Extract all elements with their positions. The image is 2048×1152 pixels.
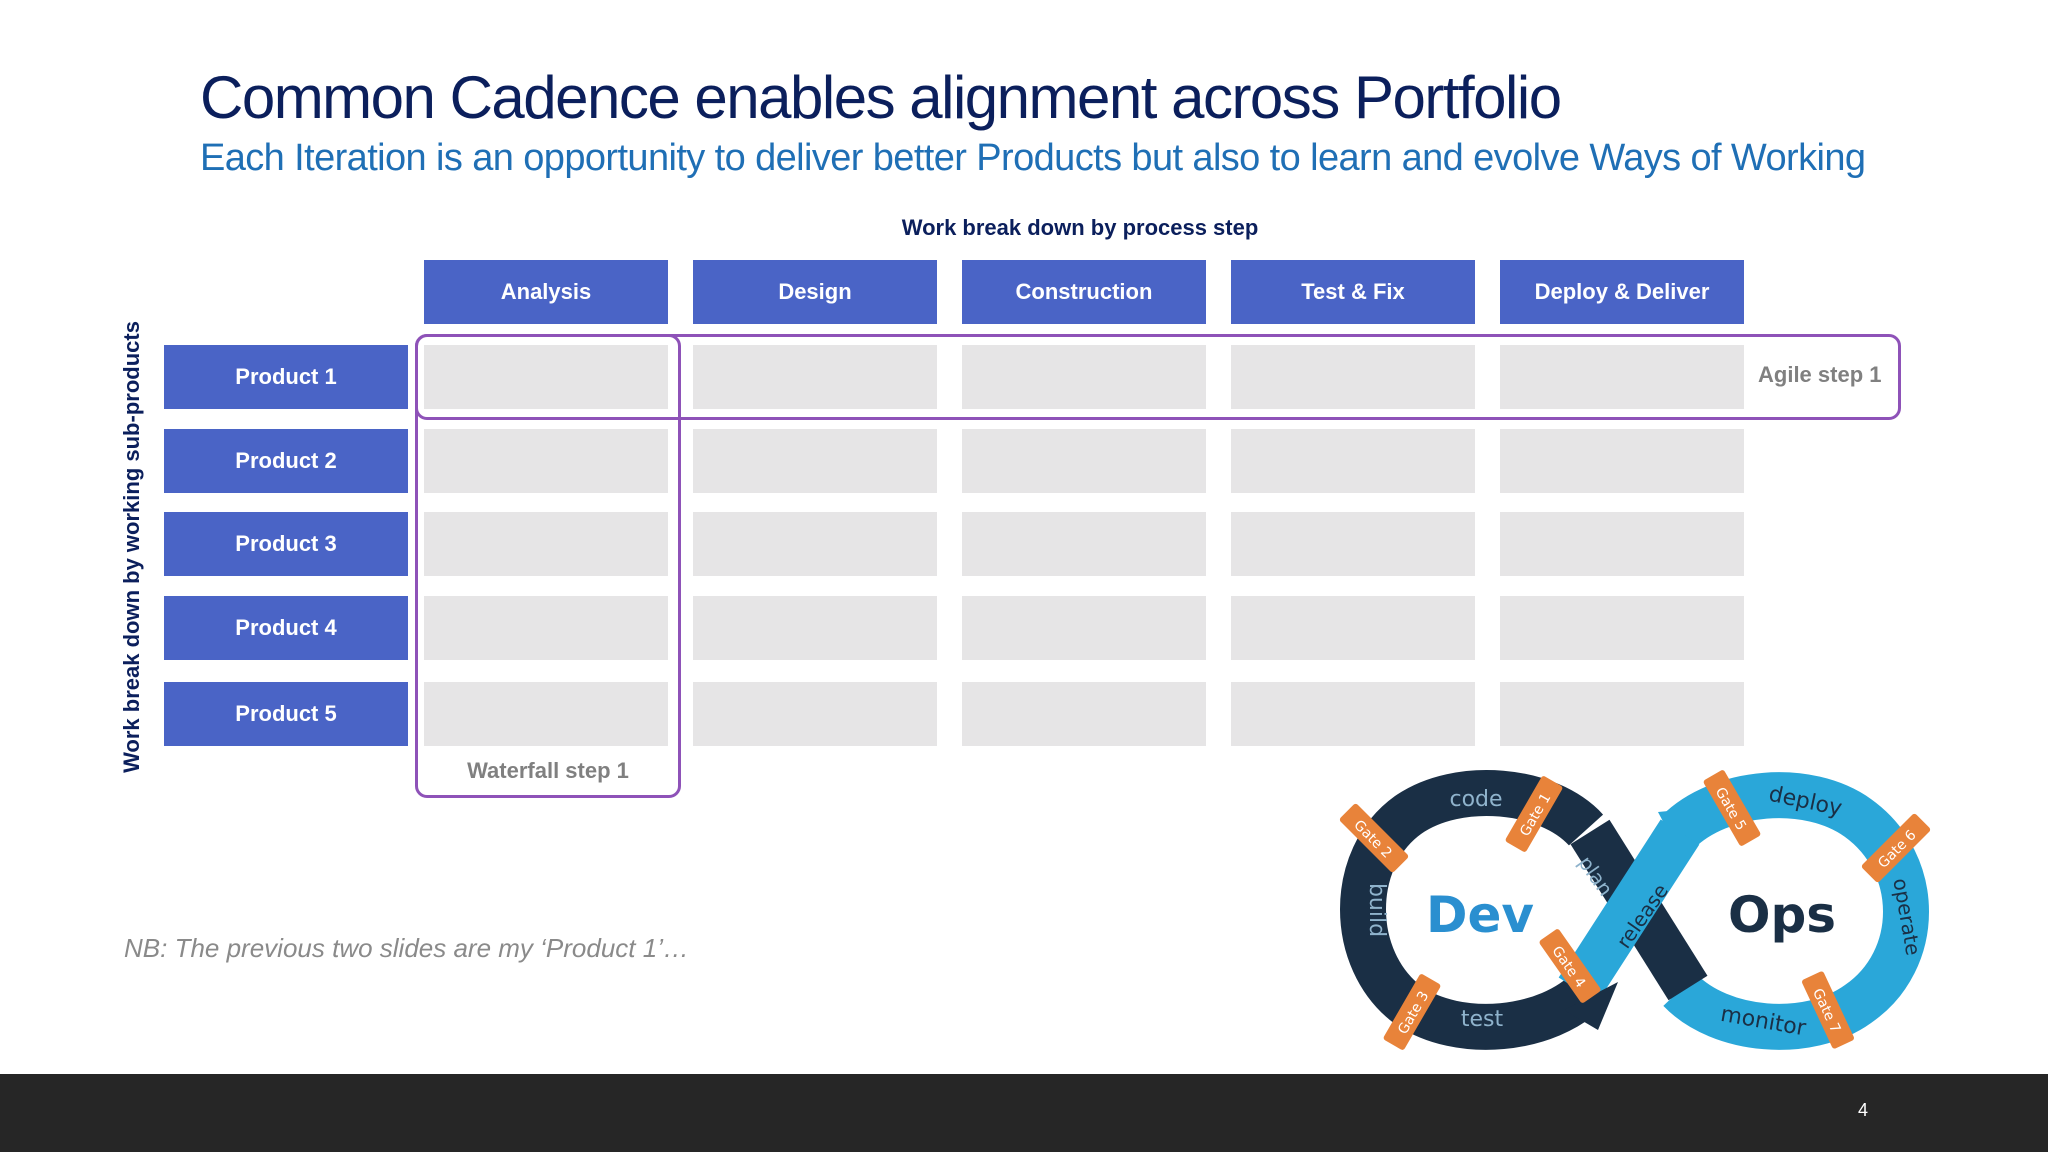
column-header-design: Design xyxy=(693,260,937,324)
grid-cell xyxy=(1500,682,1744,746)
release-band xyxy=(1558,819,1700,1003)
phase-build: build xyxy=(1364,883,1389,937)
grid-cell xyxy=(693,429,937,493)
row-header-product-5: Product 5 xyxy=(164,682,408,746)
ops-loop-ring xyxy=(1661,772,1929,1050)
column-header-analysis: Analysis xyxy=(424,260,668,324)
grid-cell xyxy=(424,682,668,746)
arrow-head-icon xyxy=(1564,982,1618,1030)
row-header-product-2: Product 2 xyxy=(164,429,408,493)
footnote: NB: The previous two slides are my ‘Prod… xyxy=(124,933,689,963)
waterfall-step-outline xyxy=(415,334,681,798)
grid-cell xyxy=(693,682,937,746)
row-header-product-3: Product 3 xyxy=(164,512,408,576)
grid-cell xyxy=(962,596,1206,660)
grid-cell xyxy=(424,345,668,409)
row-axis-heading-text: Work break down by working sub-products xyxy=(119,321,145,773)
agile-step-label: Agile step 1 xyxy=(1758,362,1882,387)
column-header-test-fix: Test & Fix xyxy=(1231,260,1475,324)
grid-cell xyxy=(962,429,1206,493)
arrow-head-icon xyxy=(1658,808,1700,850)
grid-cell xyxy=(693,345,937,409)
waterfall-step-label: Waterfall step 1 xyxy=(467,758,629,783)
grid-cell xyxy=(424,512,668,576)
phase-test: test xyxy=(1461,1007,1504,1032)
grid-cell xyxy=(962,512,1206,576)
column-header-deploy-deliver: Deploy & Deliver xyxy=(1500,260,1744,324)
grid-cell xyxy=(1231,345,1475,409)
grid-cell xyxy=(1231,682,1475,746)
row-header-product-4: Product 4 xyxy=(164,596,408,660)
dev-loop-ring xyxy=(1340,770,1607,1050)
row-axis-heading: Work break down by working sub-products xyxy=(112,316,152,778)
grid-cell xyxy=(693,596,937,660)
dev-label: Dev xyxy=(1426,886,1534,944)
column-axis-heading: Work break down by process step xyxy=(901,215,1259,240)
grid-cell xyxy=(1500,345,1744,409)
grid-cell xyxy=(1500,429,1744,493)
page-number: 4 xyxy=(1857,1100,1868,1120)
grid-cell xyxy=(1231,596,1475,660)
grid-cell xyxy=(1500,512,1744,576)
grid-cell xyxy=(424,429,668,493)
ops-label: Ops xyxy=(1728,886,1836,944)
slide-title: Common Cadence enables alignment across … xyxy=(200,64,1562,131)
slide-subtitle: Each Iteration is an opportunity to deli… xyxy=(200,137,1866,179)
column-header-construction: Construction xyxy=(962,260,1206,324)
grid-cell xyxy=(1231,512,1475,576)
phase-code: code xyxy=(1449,787,1502,812)
row-header-product-1: Product 1 xyxy=(164,345,408,409)
grid-cell xyxy=(962,682,1206,746)
footer-bar xyxy=(0,1074,2048,1152)
grid-cell xyxy=(1500,596,1744,660)
grid-cell xyxy=(693,512,937,576)
grid-cell xyxy=(1231,429,1475,493)
grid-cell xyxy=(962,345,1206,409)
devops-infinity-graphic: Dev Ops code build test plan release dep… xyxy=(1339,770,1931,1050)
grid-cell xyxy=(424,596,668,660)
